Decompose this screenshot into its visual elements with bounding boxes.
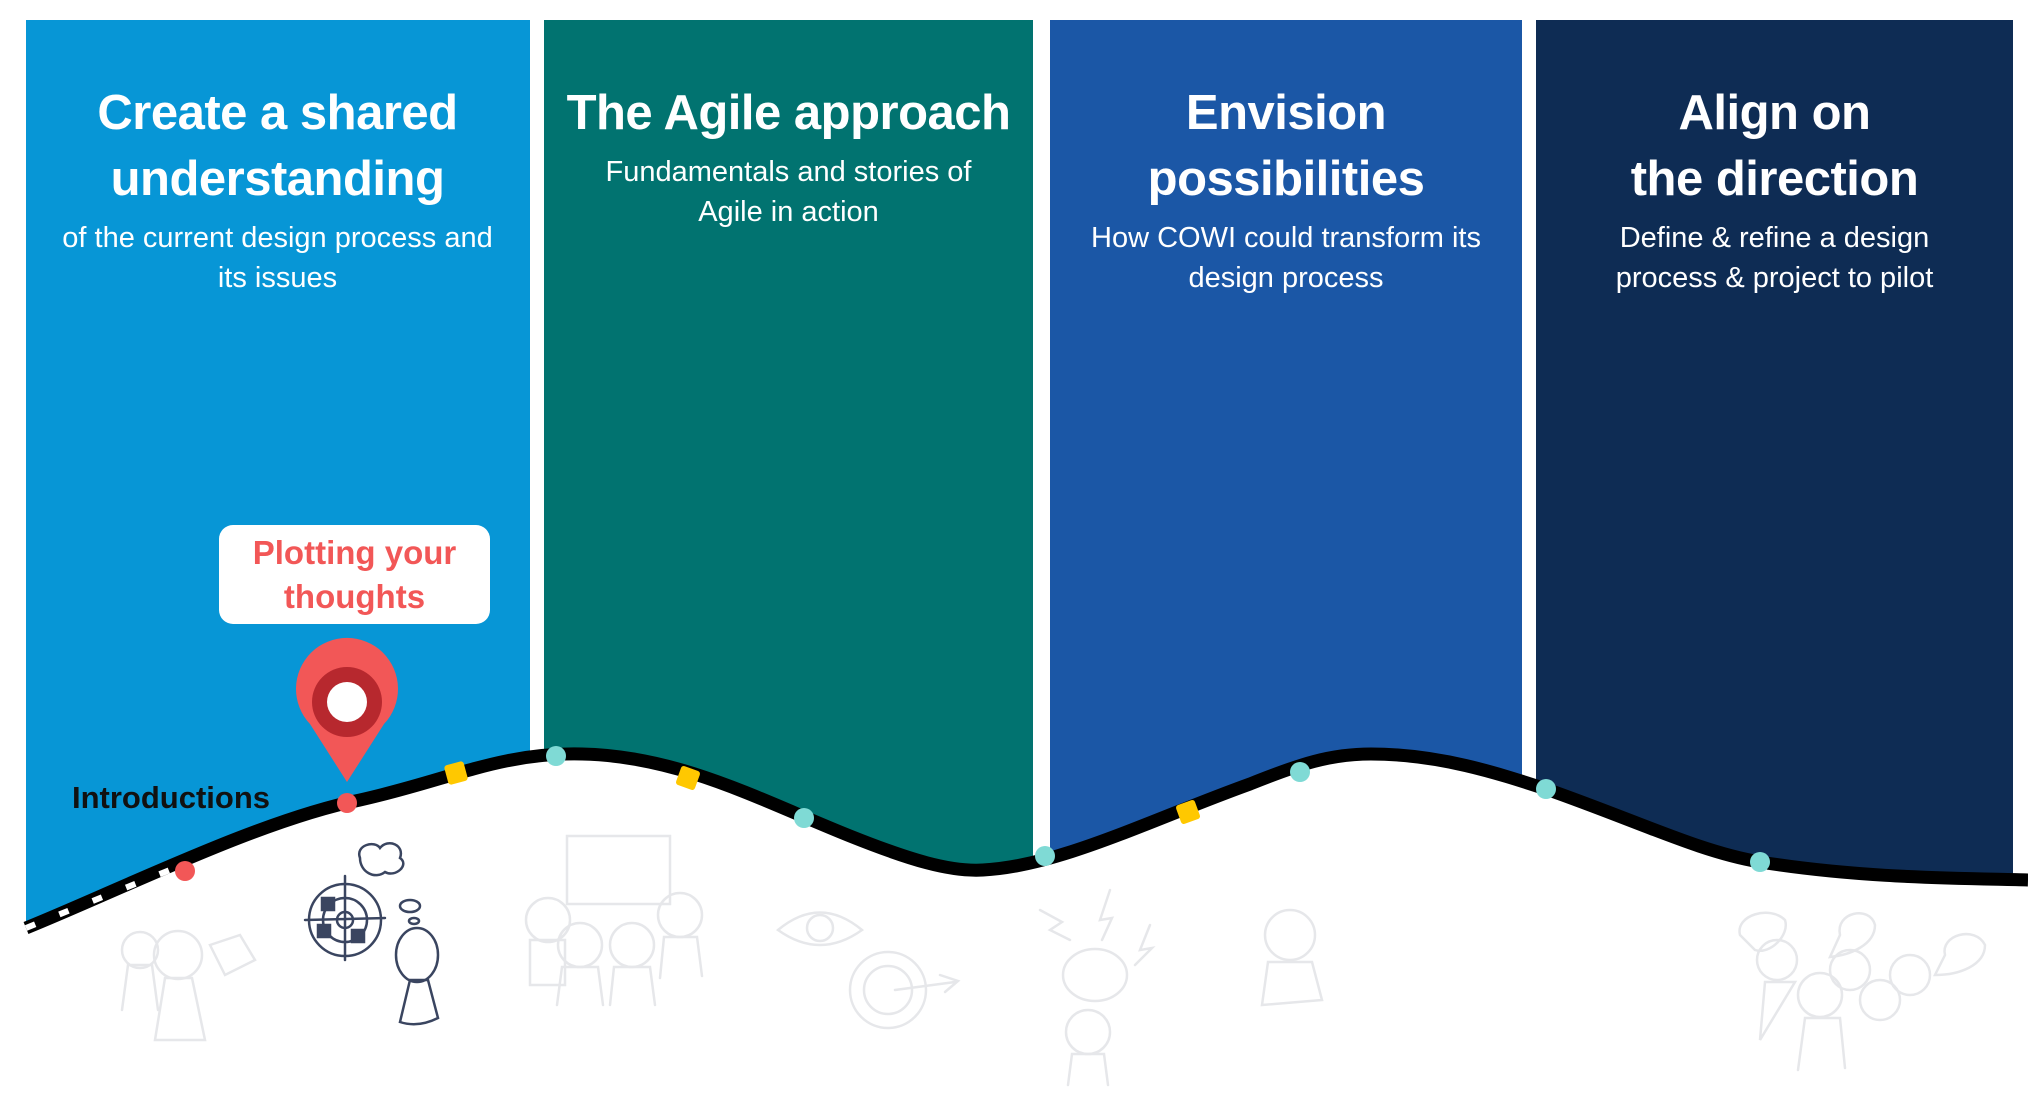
start-label: Introductions bbox=[72, 780, 271, 815]
milestone-break-square bbox=[444, 761, 468, 785]
eye-target-icon bbox=[775, 911, 961, 1030]
panel-title: Envision possibilities bbox=[1147, 86, 1425, 206]
current-step-callout: Plotting your thoughts bbox=[219, 525, 490, 624]
milestone-upcoming-dot bbox=[546, 746, 566, 766]
crowd-discussion-icon bbox=[1738, 911, 1987, 1072]
milestone-break-square bbox=[676, 766, 700, 790]
milestone-upcoming-dot bbox=[1750, 852, 1770, 872]
milestone-done-dot bbox=[175, 861, 195, 881]
milestone-upcoming-dot bbox=[794, 808, 814, 828]
panel-title: Align on the direction bbox=[1630, 86, 1919, 206]
journey-path bbox=[23, 747, 2028, 935]
panel-subtitle: Define & refine a design process & proje… bbox=[1615, 222, 1934, 294]
panel-title: Create a shared understanding bbox=[97, 86, 458, 206]
sketch-people-icon bbox=[120, 929, 257, 1042]
milestone-upcoming-dot bbox=[1290, 762, 1310, 782]
panel-subtitle: of the current design process and its is… bbox=[62, 222, 493, 294]
panel-title: The Agile approach bbox=[566, 86, 1011, 140]
target-thought-icon bbox=[303, 842, 440, 1026]
person-thinking-icon bbox=[1260, 908, 1324, 1007]
panel-align-direction: Align on the direction Define & refine a… bbox=[1536, 80, 2013, 298]
milestone-break-square bbox=[1176, 800, 1200, 824]
brain-ideas-icon bbox=[1038, 888, 1156, 1087]
panel-subtitle: How COWI could transform its design proc… bbox=[1091, 222, 1481, 294]
milestone-upcoming-dot bbox=[1035, 846, 1055, 866]
map-pin-icon bbox=[295, 637, 398, 782]
milestone-upcoming-dot bbox=[1536, 779, 1556, 799]
panel-subtitle: Fundamentals and stories of Agile in act… bbox=[605, 156, 972, 228]
team-whiteboard-icon bbox=[524, 834, 704, 1007]
milestone-current-dot bbox=[337, 793, 357, 813]
panel-envision-possibilities: Envision possibilities How COWI could tr… bbox=[1050, 80, 1522, 298]
panel-create-shared-understanding: Create a shared understanding of the cur… bbox=[25, 80, 530, 298]
panel-agile-approach: The Agile approach Fundamentals and stor… bbox=[544, 80, 1033, 232]
journey-path-dashed-start bbox=[24, 867, 172, 931]
panel-4-bg bbox=[1536, 20, 2013, 928]
